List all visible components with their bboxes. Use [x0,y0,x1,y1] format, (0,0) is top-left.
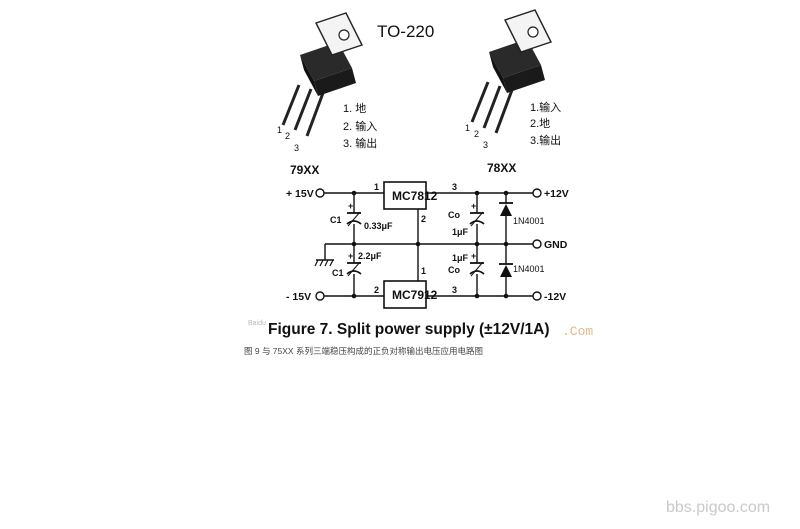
mc7812-pin-3: 3 [452,182,457,192]
left-pin-num-3: 3 [294,143,299,153]
c1-bottom-value: 2.2μF [358,251,382,261]
output-neg-label: -12V [544,291,566,303]
right-pin-2-label: 2.地 [530,117,550,130]
capacitor-c1-bottom: + [346,251,362,277]
right-package-name: 78XX [487,161,516,175]
co-top-value: 1μF [452,227,469,237]
sub-caption: 图 9 与 75XX 系列三端稳压构成的正负对称输出电压应用电路图 [244,346,483,356]
left-pin-num-1: 1 [277,125,282,135]
gnd-label: GND [544,239,568,251]
diode-bottom-icon [499,263,513,277]
output-pos-terminal [532,188,542,198]
co-top-label: Co [448,210,460,220]
regulator-mc7812-label: MC7812 [392,189,438,203]
left-pin-1-label: 1. 地 [343,102,366,115]
regulator-mc7912 [383,280,427,309]
svg-text:+: + [471,251,476,261]
left-to220-package: 1 2 3 [277,12,363,153]
input-pos-label: + 15V [286,188,314,200]
figure-caption: Figure 7. Split power supply (±12V/1A) [268,321,550,338]
circuit-wiring [324,190,533,299]
right-to220-package: 1 2 3 [465,9,552,150]
diode-top-label: 1N4001 [513,216,545,226]
right-pin-num-1: 1 [465,123,470,133]
ground-icon [314,259,334,267]
capacitor-co-top: + [469,201,485,227]
left-pin-2-label: 2. 输入 [343,119,377,133]
left-pin-3-label: 3. 输出 [343,136,377,150]
mc7812-pin-1: 1 [374,182,379,192]
svg-text:+: + [348,201,353,211]
capacitor-co-bottom: + [469,251,485,277]
c1-bottom-label: C1 [332,268,344,278]
mc7812-pin-2: 2 [421,214,426,224]
regulator-mc7912-label: MC7912 [392,288,438,302]
diode-top-icon [499,202,513,216]
mc7912-pin-3: 3 [452,285,457,295]
mc7912-pin-1: 1 [421,266,426,276]
right-pin-1-label: 1.输入 [530,100,561,114]
co-bottom-value: 1μF [452,253,469,263]
baidu-watermark: Baidu [248,320,266,327]
input-pos-terminal [315,188,325,198]
output-neg-terminal [532,291,542,301]
c1-top-label: C1 [330,215,342,225]
com-watermark: .Com [562,324,593,339]
svg-text:+: + [471,201,476,211]
right-pin-num-3: 3 [483,140,488,150]
c1-top-value: 0.33μF [364,221,393,231]
right-pin-num-2: 2 [474,129,479,139]
output-pos-label: +12V [544,188,569,200]
co-bottom-label: Co [448,265,460,275]
gnd-terminal [532,239,542,249]
right-pin-3-label: 3.输出 [530,133,561,147]
mc7912-pin-2: 2 [374,285,379,295]
capacitor-c1-top: + [346,201,362,227]
diode-bottom-label: 1N4001 [513,264,545,274]
regulator-mc7812 [383,181,427,210]
input-neg-label: - 15V [286,291,311,303]
left-pin-num-2: 2 [285,131,290,141]
left-package-name: 79XX [290,163,319,177]
svg-text:+: + [348,251,353,261]
input-neg-terminal [315,291,325,301]
package-title: TO-220 [377,22,434,41]
footer-watermark: bbs.pigoo.com [666,499,770,516]
